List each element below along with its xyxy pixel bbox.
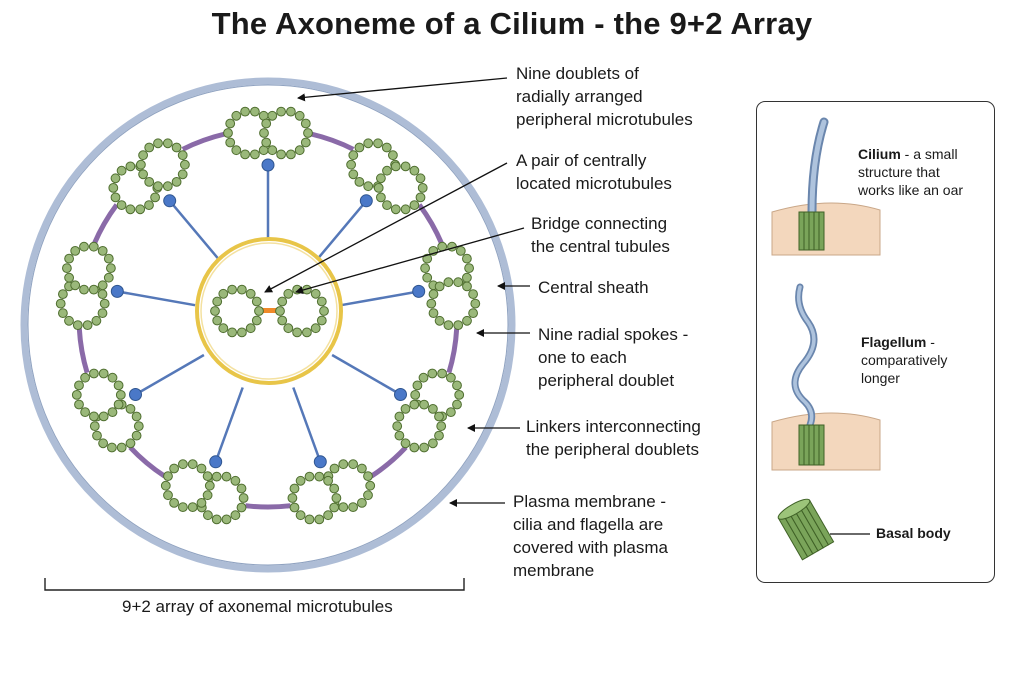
inset-flagellum-illustration [771,283,881,471]
radial-spoke [314,198,369,263]
spoke-head [359,194,373,208]
spoke-head [129,388,142,401]
doublet-b-tubule [426,277,481,331]
cilium-basal-body [798,211,825,251]
central-tubule-left [210,284,264,338]
cilium-shaft-highlight [809,119,827,215]
central-pair-microtubules [210,284,329,338]
cilium-term: Cilium [858,146,901,162]
doublet-b-tubule [62,241,116,295]
central-bridge [260,308,280,313]
scale-bracket [44,578,465,591]
doublet-b-tubule [287,471,342,525]
peripheral-doublets-group [55,106,481,525]
spoke-head [313,455,327,469]
diagram-title: The Axoneme of a Cilium - the 9+2 Array [211,6,813,41]
central-tubule-right [275,284,329,338]
inset-panel [756,101,995,583]
flagellum-basal-body [798,424,825,466]
label-central-sheath: Central sheath [538,278,649,297]
spoke-head [209,455,223,469]
radial-spoke [292,387,323,465]
doublet-b-tubule [71,368,126,422]
basal-body-illustration [777,498,835,561]
radial-spoke [167,198,222,263]
radial-spoke [133,353,205,397]
doublet-b-tubule [392,399,447,453]
cilium-description: Cilium - a small structure that works li… [858,146,964,198]
arrow-doublets [297,77,508,102]
spoke-head [163,194,177,208]
doublet-b-tubule [160,459,215,513]
central-sheath-inner [200,242,338,380]
callout-arrows [264,77,530,507]
flagellum-term: Flagellum [861,334,927,350]
doublet-b-tubule [136,138,190,192]
inset-cilium-illustration [771,117,881,256]
arrow-bridge [295,227,525,294]
radial-spoke [213,387,244,465]
spoke-head [261,158,275,172]
spoke-head [412,284,426,298]
arrow-central-pair [264,162,508,293]
doublet-b-tubule [373,161,428,215]
basal-body-label: Basal body [876,525,951,541]
spoke-head [394,388,407,401]
flagellum-description: Flagellum - comparatively longer [861,334,948,386]
plasma-membrane-inner-line [27,84,509,566]
doublet-b-tubule [259,106,313,160]
radial-spokes-group [110,158,426,469]
radial-spoke [115,289,196,307]
scale-caption: 9+2 array of axonemal microtubules [122,597,393,616]
nexin-linker [245,503,291,510]
radial-spoke [340,289,421,307]
radial-spoke [331,353,403,397]
doublet-a-tubule [346,138,401,192]
flagellum-shaft-highlight [793,285,816,427]
spoke-head [110,284,124,298]
